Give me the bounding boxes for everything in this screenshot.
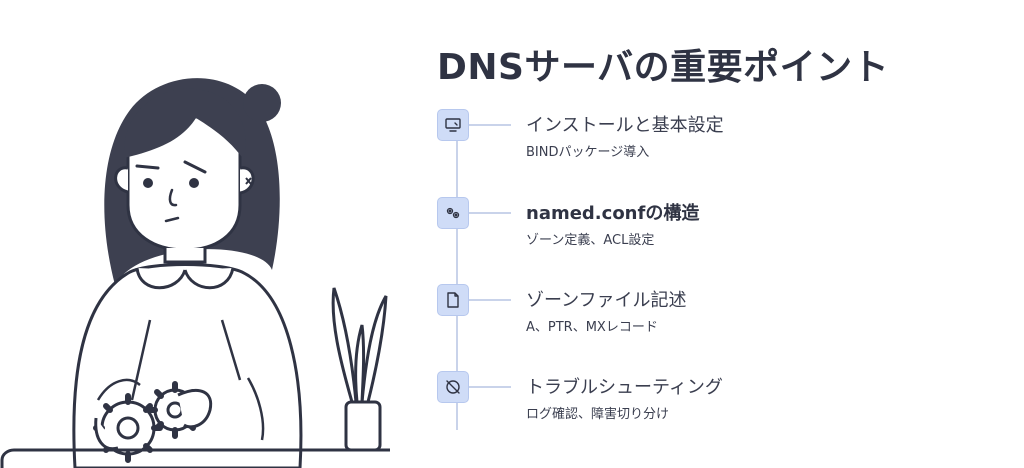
step-description: ログ確認、障害切り分け xyxy=(526,407,670,422)
plant-illustration xyxy=(331,287,388,452)
step-title: トラブルシューティング xyxy=(526,377,723,398)
left-ear xyxy=(114,166,129,194)
page-title: DNSサーバの重要ポイント xyxy=(437,47,890,88)
monitor-wrench-icon xyxy=(437,109,469,141)
right-hand xyxy=(177,389,213,429)
collar-right xyxy=(183,267,235,290)
mouth xyxy=(164,216,180,223)
hair-bun xyxy=(243,84,281,122)
gears-icon xyxy=(437,197,469,229)
right-eye xyxy=(189,178,199,188)
bug-off-icon xyxy=(437,371,469,403)
collar-left xyxy=(135,267,187,290)
step-zone-file: ゾーンファイル記述 A、PTR、MXレコード xyxy=(437,284,997,354)
arm-line xyxy=(130,319,152,401)
left-eye xyxy=(143,178,153,188)
arm-line-2 xyxy=(220,319,242,381)
step-title: named.confの構造 xyxy=(526,203,700,224)
step-named-conf: named.confの構造 ゾーン定義、ACL設定 xyxy=(437,197,997,267)
table-edge xyxy=(0,448,390,468)
neck xyxy=(163,248,207,264)
right-ear xyxy=(239,166,255,195)
step-title: ゾーンファイル記述 xyxy=(526,290,687,311)
right-eyebrow xyxy=(183,160,207,174)
woman-fixing-gears-illustration xyxy=(0,78,390,468)
step-installation: インストールと基本設定 BINDパッケージ導入 xyxy=(437,109,997,179)
ear-mark xyxy=(245,177,252,185)
step-title: インストールと基本設定 xyxy=(526,115,724,136)
left-eyebrow xyxy=(135,164,160,170)
step-description: BINDパッケージ導入 xyxy=(526,145,650,160)
step-description: ゾーン定義、ACL設定 xyxy=(526,233,655,248)
hair-bangs xyxy=(124,88,246,160)
step-connector xyxy=(469,386,511,388)
step-troubleshooting: トラブルシューティング ログ確認、障害切り分け xyxy=(437,371,997,441)
step-connector xyxy=(469,299,511,301)
step-connector xyxy=(469,124,511,126)
sleeve-right-fold xyxy=(246,377,265,441)
file-icon xyxy=(437,284,469,316)
step-description: A、PTR、MXレコード xyxy=(526,320,658,335)
nose xyxy=(168,188,178,207)
step-connector xyxy=(469,212,511,214)
